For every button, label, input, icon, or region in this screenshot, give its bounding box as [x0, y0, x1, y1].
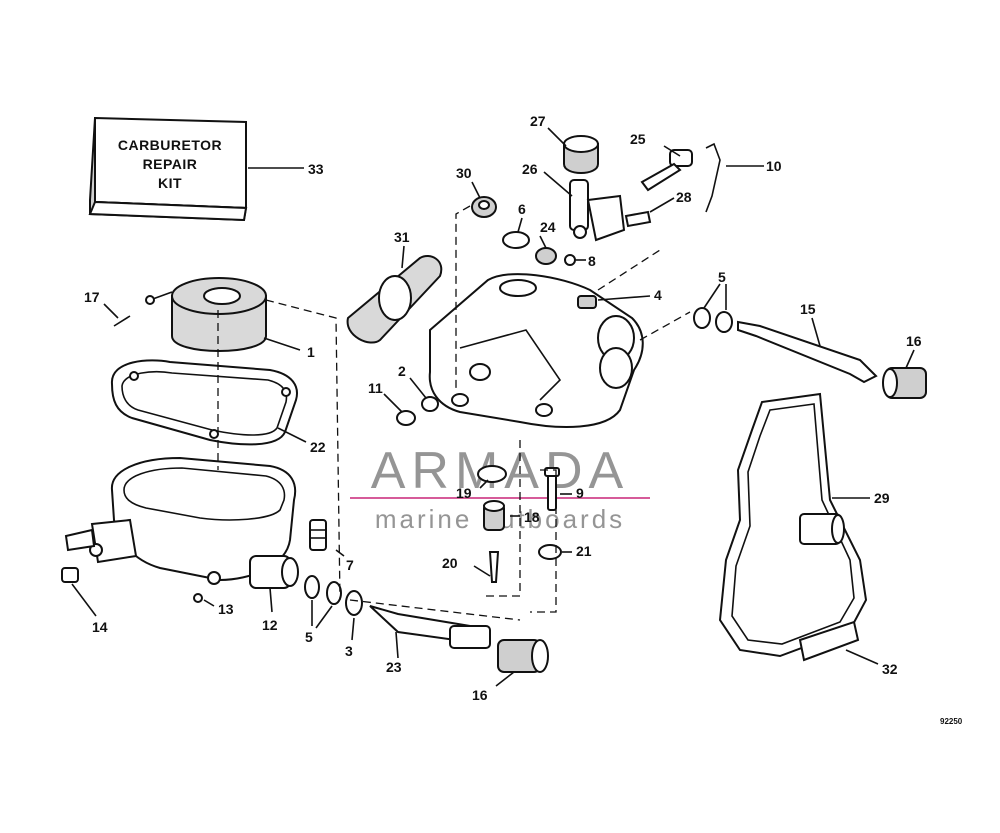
bowl-gasket: [110, 359, 298, 446]
carburetor-body: [428, 273, 644, 428]
low-speed-needle: [369, 605, 491, 649]
bowl-screw: [309, 519, 327, 551]
washer-upper-b: [715, 311, 733, 333]
callout-9: 9: [576, 485, 584, 501]
washer-24: [535, 247, 557, 265]
welch-plug: [502, 231, 530, 249]
intake-manifold: [718, 392, 868, 658]
callout-12: 12: [262, 617, 278, 633]
screw-9: [544, 467, 560, 511]
callout-5-upper: 5: [718, 269, 726, 285]
seat-18: [483, 500, 505, 531]
link-rod-10: [705, 142, 721, 213]
nut-30: [471, 196, 497, 218]
repair-kit-box: CARBURETOR REPAIR KIT: [88, 116, 248, 222]
float-bowl: [64, 456, 299, 589]
screw-25: [640, 149, 693, 192]
kit-label-line-3: KIT: [158, 175, 182, 191]
cap-27: [563, 135, 599, 174]
callout-16-upper: 16: [906, 333, 922, 349]
screw-4: [577, 295, 597, 309]
callout-8: 8: [588, 253, 596, 269]
washer-21: [538, 544, 562, 560]
callout-7: 7: [346, 557, 354, 573]
leader-lines: [71, 127, 915, 687]
needle-20: [488, 551, 500, 583]
callout-20: 20: [442, 555, 458, 571]
washer-11: [396, 410, 416, 426]
callout-5-lower: 5: [305, 629, 313, 645]
callout-labels: 1 2 3 4 5 5 6 7 8 9 10 11 12 13 14 15 16…: [84, 113, 922, 703]
callout-1: 1: [307, 344, 315, 360]
callout-23: 23: [386, 659, 402, 675]
kit-label-line-1: CARBURETOR: [118, 137, 222, 153]
ball-8: [564, 254, 576, 266]
callout-3: 3: [345, 643, 353, 659]
callout-32: 32: [882, 661, 898, 677]
callout-33: 33: [308, 161, 324, 177]
callout-28: 28: [676, 189, 692, 205]
lever-26: [569, 179, 626, 242]
callout-27: 27: [530, 113, 546, 129]
callout-2: 2: [398, 363, 406, 379]
washer-upper-a: [693, 307, 711, 329]
callout-19: 19: [456, 485, 472, 501]
diagram-part-number: 92250: [940, 717, 963, 726]
float-pin: [113, 315, 131, 327]
callout-6: 6: [518, 201, 526, 217]
callout-24: 24: [540, 219, 556, 235]
callout-14: 14: [92, 619, 108, 635]
alignment-lines: [217, 205, 691, 621]
bowl-plug: [61, 567, 79, 583]
lower-washers: [304, 575, 363, 616]
callout-17: 17: [84, 289, 100, 305]
packing-nut-lower: [497, 639, 549, 673]
screw-28: [624, 210, 652, 228]
callout-22: 22: [310, 439, 326, 455]
callout-30: 30: [456, 165, 472, 181]
callout-26: 26: [522, 161, 538, 177]
callout-10: 10: [766, 158, 782, 174]
packing-nut-upper: [882, 367, 927, 399]
callout-13: 13: [218, 601, 234, 617]
float-part: [145, 277, 267, 352]
callout-4: 4: [654, 287, 662, 303]
callout-31: 31: [394, 229, 410, 245]
strip-32: [798, 620, 860, 662]
check-ball: [193, 593, 203, 603]
callout-25: 25: [630, 131, 646, 147]
callout-18: 18: [524, 509, 540, 525]
high-speed-needle: [737, 320, 878, 384]
callout-16-lower: 16: [472, 687, 488, 703]
callout-29: 29: [874, 490, 890, 506]
callout-11: 11: [368, 380, 383, 396]
kit-label-line-2: REPAIR: [143, 156, 198, 172]
callout-15: 15: [800, 301, 816, 317]
gasket-19: [477, 465, 507, 483]
washer-2: [421, 396, 439, 412]
flange-gasket: [346, 255, 443, 344]
callout-21: 21: [576, 543, 592, 559]
